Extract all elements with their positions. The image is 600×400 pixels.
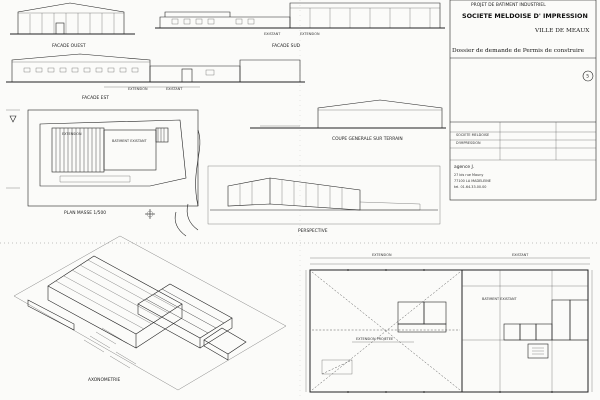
info-line-2: D'IMPRESSION [456, 141, 481, 145]
company-name: SOCIETE MELDOISE D' IMPRESSION [462, 12, 588, 20]
plan-masse-label: PLAN MASSE 1/500 [64, 210, 106, 216]
dossier-title: Dossier de demande de Permis de construi… [452, 48, 585, 54]
elevation-facade-sud: EXISTANT EXTENSION FACADE SUD [155, 2, 445, 49]
perspective-label: PERSPECTIVE [298, 228, 328, 234]
title-block: PROJET DE BATIMENT INDUSTRIEL SOCIETE ME… [449, 0, 597, 201]
facade-ouest-label: FACADE OUEST [52, 43, 86, 49]
north-arrow-icon [145, 209, 155, 219]
floor-plan-extension-projetee: EXTENSION PROJETEE [356, 337, 393, 341]
sheet-number: 5 [586, 74, 589, 80]
elevation-facade-est: EXTENSION EXISTANT FACADE EST [6, 53, 305, 101]
axonometrie-label: AXONOMETRIE [88, 377, 121, 383]
elevation-facade-ouest: FACADE OUEST [10, 2, 135, 49]
floor-plan: EXTENSION EXISTANT EXTENSION PROJETEE BA… [305, 253, 593, 393]
architect-name: agence J. [454, 164, 474, 170]
project-title: PROJET DE BATIMENT INDUSTRIEL [471, 2, 546, 8]
axonometric-view: AXONOMETRIE [13, 235, 287, 391]
floor-plan-batiment-existant: BATIMENT EXISTANT [482, 297, 517, 301]
floor-plan-existant-dim: EXISTANT [512, 253, 529, 257]
facade-est-extension: EXTENSION [128, 87, 148, 91]
perspective-view: PERSPECTIVE [207, 165, 441, 234]
floor-plan-extension-dim: EXTENSION [372, 253, 392, 257]
plan-masse: BATIMENT EXISTANT EXTENSION PLAN MASSE 1… [27, 109, 201, 237]
facade-sud-label: FACADE SUD [272, 43, 301, 49]
address-line-1: 27 bis rue Mauny [454, 173, 483, 177]
facade-est-existant: EXISTANT [166, 87, 183, 91]
town-name: VILLE DE MEAUX [534, 28, 590, 34]
sheet-number-circle [582, 70, 594, 82]
facade-est-label: FACADE EST [82, 95, 109, 101]
plan-masse-existant: BATIMENT EXISTANT [112, 139, 147, 143]
address-line-2: 77100 LA MADELEINE [454, 179, 491, 183]
plan-masse-extension: EXTENSION [62, 132, 82, 136]
facade-sud-extension: EXTENSION [300, 32, 320, 36]
address-line-3: tel. 01.64.33.00.00 [454, 185, 486, 189]
margin-marks [6, 109, 20, 189]
stair-icon [532, 347, 544, 355]
coupe-section: COUPE GENERALE SUR TERRAIN [250, 99, 446, 142]
facade-sud-existant: EXISTANT [264, 32, 281, 36]
info-line-1: SOCIETE MELDOISE [456, 133, 489, 137]
coupe-label: COUPE GENERALE SUR TERRAIN [332, 136, 403, 142]
